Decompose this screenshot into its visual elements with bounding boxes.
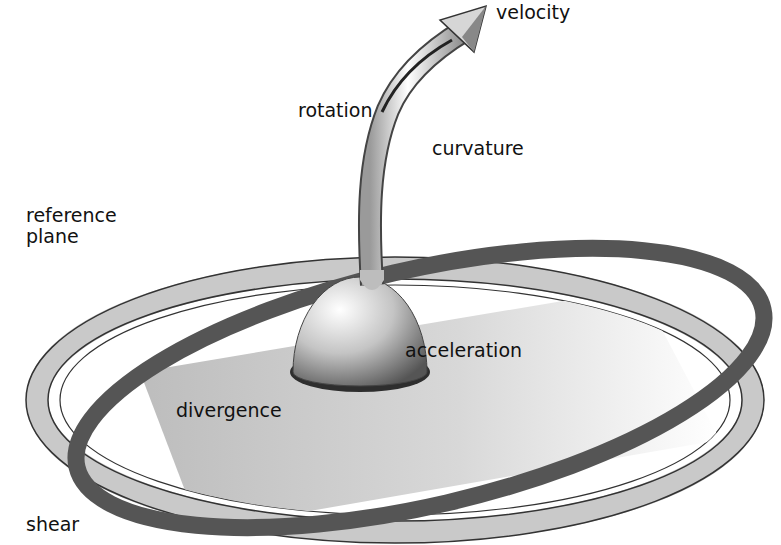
shaft-joint bbox=[360, 270, 384, 290]
rotation-stripe bbox=[382, 40, 452, 112]
velocity-arrowhead bbox=[440, 6, 486, 52]
reference-ring bbox=[37, 268, 753, 532]
part-label: reference plane bbox=[26, 205, 141, 247]
part-label: curvature bbox=[432, 138, 524, 159]
part-label: shear bbox=[26, 514, 79, 535]
ring-outline bbox=[26, 257, 764, 543]
part-label: velocity bbox=[496, 2, 570, 23]
acceleration-dome bbox=[293, 277, 427, 386]
part-label: rotation bbox=[298, 100, 373, 121]
shear-ring bbox=[50, 194, 781, 545]
part-label: divergence bbox=[176, 400, 282, 421]
arrowhead-shade bbox=[462, 6, 486, 52]
part-label: acceleration bbox=[405, 340, 522, 361]
